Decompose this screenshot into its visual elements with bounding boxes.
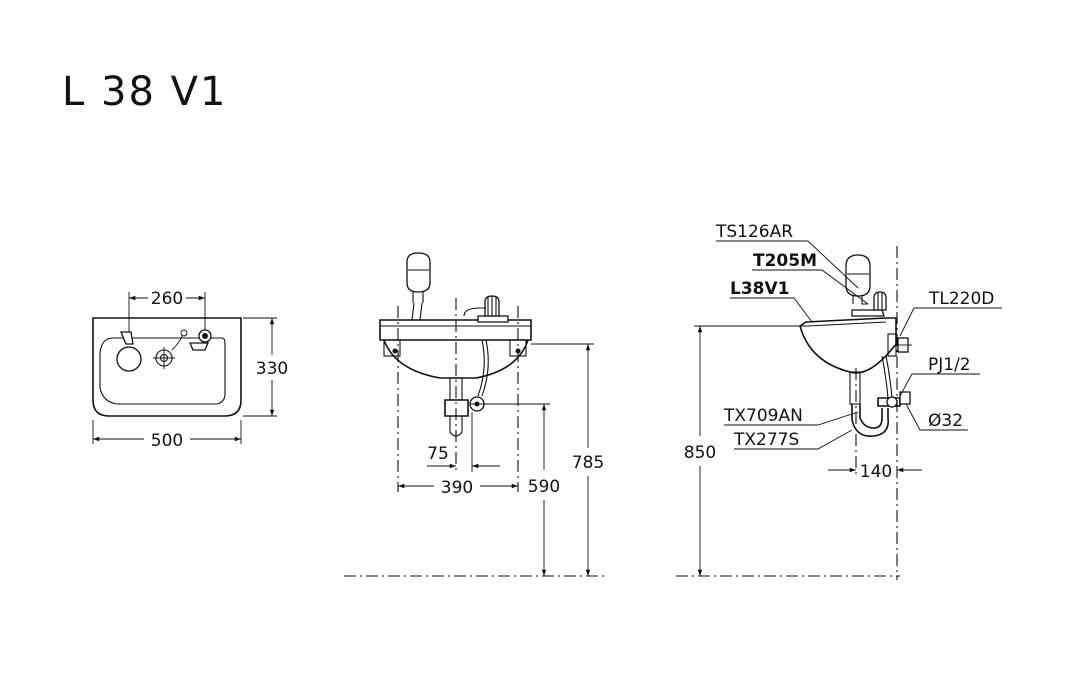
faucet-handle-side — [873, 291, 887, 311]
tap-body — [116, 346, 142, 372]
model-title: L 38 V1 — [62, 69, 228, 115]
callout-tx709an: TX709AN — [723, 406, 803, 426]
callout-tx277s: TX277S — [733, 430, 799, 450]
dim-overall-height: 850 — [684, 443, 716, 463]
basin-side — [799, 317, 897, 374]
side-view: TS126AR T205M L38V1 TL220D PJ1/2 TX709AN… — [676, 222, 1002, 580]
dim-trap-offset: 75 — [427, 444, 449, 464]
dim-rim-height: 785 — [572, 453, 604, 473]
dim-width: 500 — [151, 431, 183, 451]
basin-outline — [92, 317, 242, 417]
soap-dispenser-side — [845, 254, 871, 297]
dim-outlet-height: 590 — [528, 477, 560, 497]
callout-d32: Ø32 — [928, 411, 963, 431]
dim-tap-spacing: 260 — [151, 289, 183, 309]
callout-pj12: PJ1/2 — [928, 355, 971, 375]
callout-ts126ar: TS126AR — [715, 222, 793, 242]
callout-t205m: T205M — [753, 251, 817, 271]
dim-projection: 140 — [860, 462, 892, 482]
bowl-outline — [99, 337, 226, 405]
soap-dispenser — [406, 252, 431, 293]
callout-tl220d: TL220D — [928, 289, 994, 309]
callout-l38v1: L38V1 — [730, 279, 789, 299]
top-view: 260 330 500 — [92, 289, 288, 451]
front-view: 75 390 590 785 — [344, 252, 606, 577]
dim-bracket-spacing: 390 — [441, 478, 473, 498]
dim-depth: 330 — [256, 359, 288, 379]
